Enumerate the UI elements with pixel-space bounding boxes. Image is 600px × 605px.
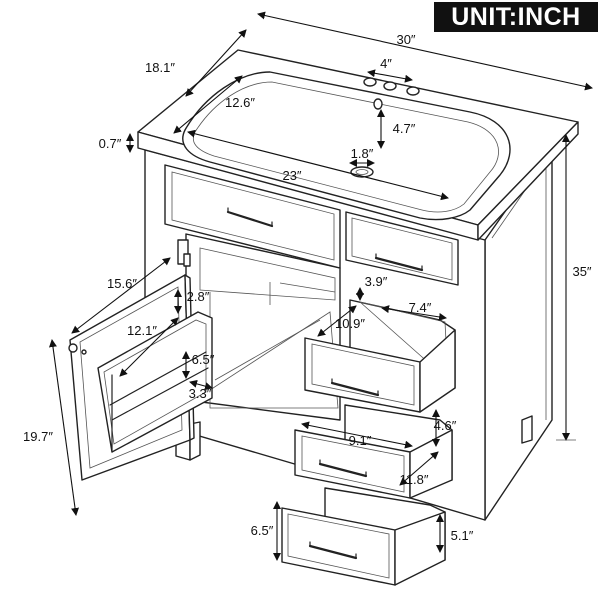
door-screw: [81, 349, 87, 355]
open-drawer-1: [304, 299, 456, 413]
label-bottom-drawer-height: 5.1″: [451, 528, 474, 543]
label-top-thickness: 0.7″: [99, 136, 122, 151]
top-drawer-handle: [226, 207, 274, 228]
label-overall-width: 30″: [396, 32, 415, 47]
label-door-height: 19.7″: [23, 429, 53, 444]
label-drawer-inner-depth: 10.9″: [335, 316, 365, 331]
cabinet-leg-back: [521, 415, 533, 444]
label-door-width: 15.6″: [107, 276, 137, 291]
label-basin-to-faucet: 4.7″: [393, 121, 416, 136]
dimension-lines: [48, 11, 593, 561]
label-door-rack-depth: 3.3″: [189, 386, 212, 401]
drawer-1-side: [419, 329, 456, 413]
hinge-bottom: [183, 253, 191, 267]
label-drawer-outer-depth: 11.8″: [400, 472, 429, 487]
label-overall-depth: 18.1″: [145, 60, 175, 75]
countertop-side-edge: [477, 121, 579, 241]
label-drawer-front-gap: 3.9″: [365, 274, 388, 289]
small-drawer-handle: [374, 253, 424, 272]
label-basin-depth: 12.6″: [225, 95, 255, 110]
unit-badge: UNIT:INCH: [434, 2, 598, 32]
label-basin-width: 23″: [282, 168, 301, 183]
door-knob: [68, 343, 78, 353]
label-drain-diameter: 1.8″: [351, 146, 374, 161]
label-faucet-spacing: 4″: [380, 56, 392, 71]
dimension-labels: 30″ 18.1″ 35″ 0.7″ 4″ 12.6″ 4.7″ 1.8″ 23…: [23, 32, 592, 543]
label-door-shelf-height: 12.1″: [127, 323, 157, 338]
hinge-top: [177, 239, 189, 265]
label-bottom-drawer-front: 6.5″: [251, 523, 274, 538]
label-drawer-inner-height: 4.6″: [434, 418, 457, 433]
label-drawer-length: 9.1″: [349, 433, 372, 448]
small-drawer-front: [345, 211, 459, 286]
faucet-hole-center: [383, 81, 397, 91]
drain: [350, 166, 374, 178]
faucet-hole-right: [406, 86, 420, 96]
label-shelf-offset: 2.8″: [187, 289, 210, 304]
door-shelf-rack: [97, 311, 213, 453]
label-drawer-inner-width: 7.4″: [409, 300, 432, 315]
open-drawer-3: [281, 487, 446, 586]
faucet-hole-left: [363, 77, 377, 87]
label-door-rack-height: 6.5″: [192, 352, 215, 367]
drawer-3-side: [394, 511, 446, 586]
label-overall-height: 35″: [572, 264, 591, 279]
overflow-hole: [373, 98, 383, 110]
